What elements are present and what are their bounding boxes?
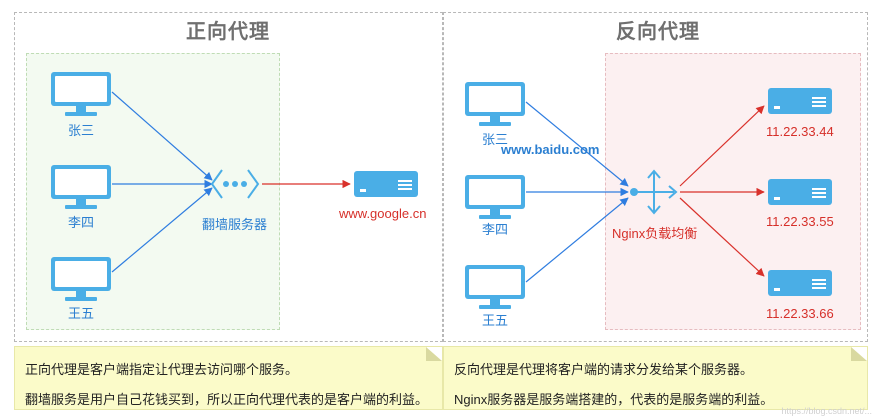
forward-request-arrow bbox=[111, 187, 213, 273]
server-ip-label: 11.22.33.66 bbox=[766, 306, 834, 321]
reverse-note-line-2: Nginx服务器是服务端搭建的，代表的是服务端的利益。 bbox=[454, 392, 774, 407]
watermark: https://blog.csdn.net/... bbox=[781, 406, 872, 416]
forward-proxy-title: 正向代理 bbox=[186, 21, 270, 43]
forward-client-monitor-icon bbox=[51, 257, 111, 301]
server-ip-label: 11.22.33.55 bbox=[766, 214, 834, 229]
proxy-server-label: 翻墙服务器 bbox=[202, 217, 268, 232]
google-target-label: www.google.cn bbox=[339, 206, 427, 221]
forward-client-label: 李四 bbox=[68, 215, 95, 230]
reverse-client-monitor-icon bbox=[465, 175, 525, 219]
note-fold-corner bbox=[851, 347, 867, 361]
reverse-client-label: 李四 bbox=[482, 222, 509, 237]
forward-note-line-2: 翻墙服务是用户自己花钱买到，所以正向代理代表的是客户端的利益。 bbox=[25, 392, 429, 407]
backend-server-icon bbox=[768, 270, 832, 296]
forward-request-arrow bbox=[111, 91, 213, 181]
reverse-dispatch-arrow bbox=[679, 105, 765, 187]
reverse-client-monitor-icon bbox=[465, 265, 525, 309]
forward-proxy-note: 正向代理是客户端指定让代理去访问哪个服务。 翻墙服务是用户自己花钱买到，所以正向… bbox=[14, 346, 443, 410]
reverse-note-line-1: 反向代理是代理将客户端的请求分发给某个服务器。 bbox=[454, 362, 754, 377]
reverse-proxy-note: 反向代理是代理将客户端的请求分发给某个服务器。 Nginx服务器是服务端搭建的，… bbox=[443, 346, 868, 410]
google-server-icon bbox=[354, 171, 418, 197]
forward-client-monitor-icon bbox=[51, 72, 111, 116]
reverse-proxy-panel bbox=[443, 12, 868, 342]
reverse-request-arrow bbox=[525, 101, 629, 187]
forward-note-line-1: 正向代理是客户端指定让代理去访问哪个服务。 bbox=[25, 362, 299, 377]
proxy-node-icon bbox=[210, 169, 260, 199]
forward-client-label: 王五 bbox=[68, 306, 95, 321]
reverse-request-arrow bbox=[525, 197, 629, 283]
domain-label: www.baidu.com bbox=[501, 142, 600, 157]
forward-proxy-panel bbox=[14, 12, 443, 342]
proxy-diagram bbox=[51, 72, 832, 309]
forward-client-label: 张三 bbox=[68, 123, 95, 138]
load-balancer-icon bbox=[630, 169, 678, 215]
load-balancer-label: Nginx负载均衡 bbox=[612, 226, 698, 241]
note-fold-corner bbox=[426, 347, 442, 361]
backend-server-icon bbox=[768, 88, 832, 114]
reverse-dispatch-arrow bbox=[679, 197, 765, 277]
reverse-client-label: 张三 bbox=[482, 132, 509, 147]
reverse-client-label: 王五 bbox=[482, 313, 509, 328]
forward-client-monitor-icon bbox=[51, 165, 111, 209]
reverse-proxy-title: 反向代理 bbox=[616, 21, 700, 43]
backend-server-icon bbox=[768, 179, 832, 205]
server-ip-label: 11.22.33.44 bbox=[766, 124, 834, 139]
reverse-client-monitor-icon bbox=[465, 82, 525, 126]
